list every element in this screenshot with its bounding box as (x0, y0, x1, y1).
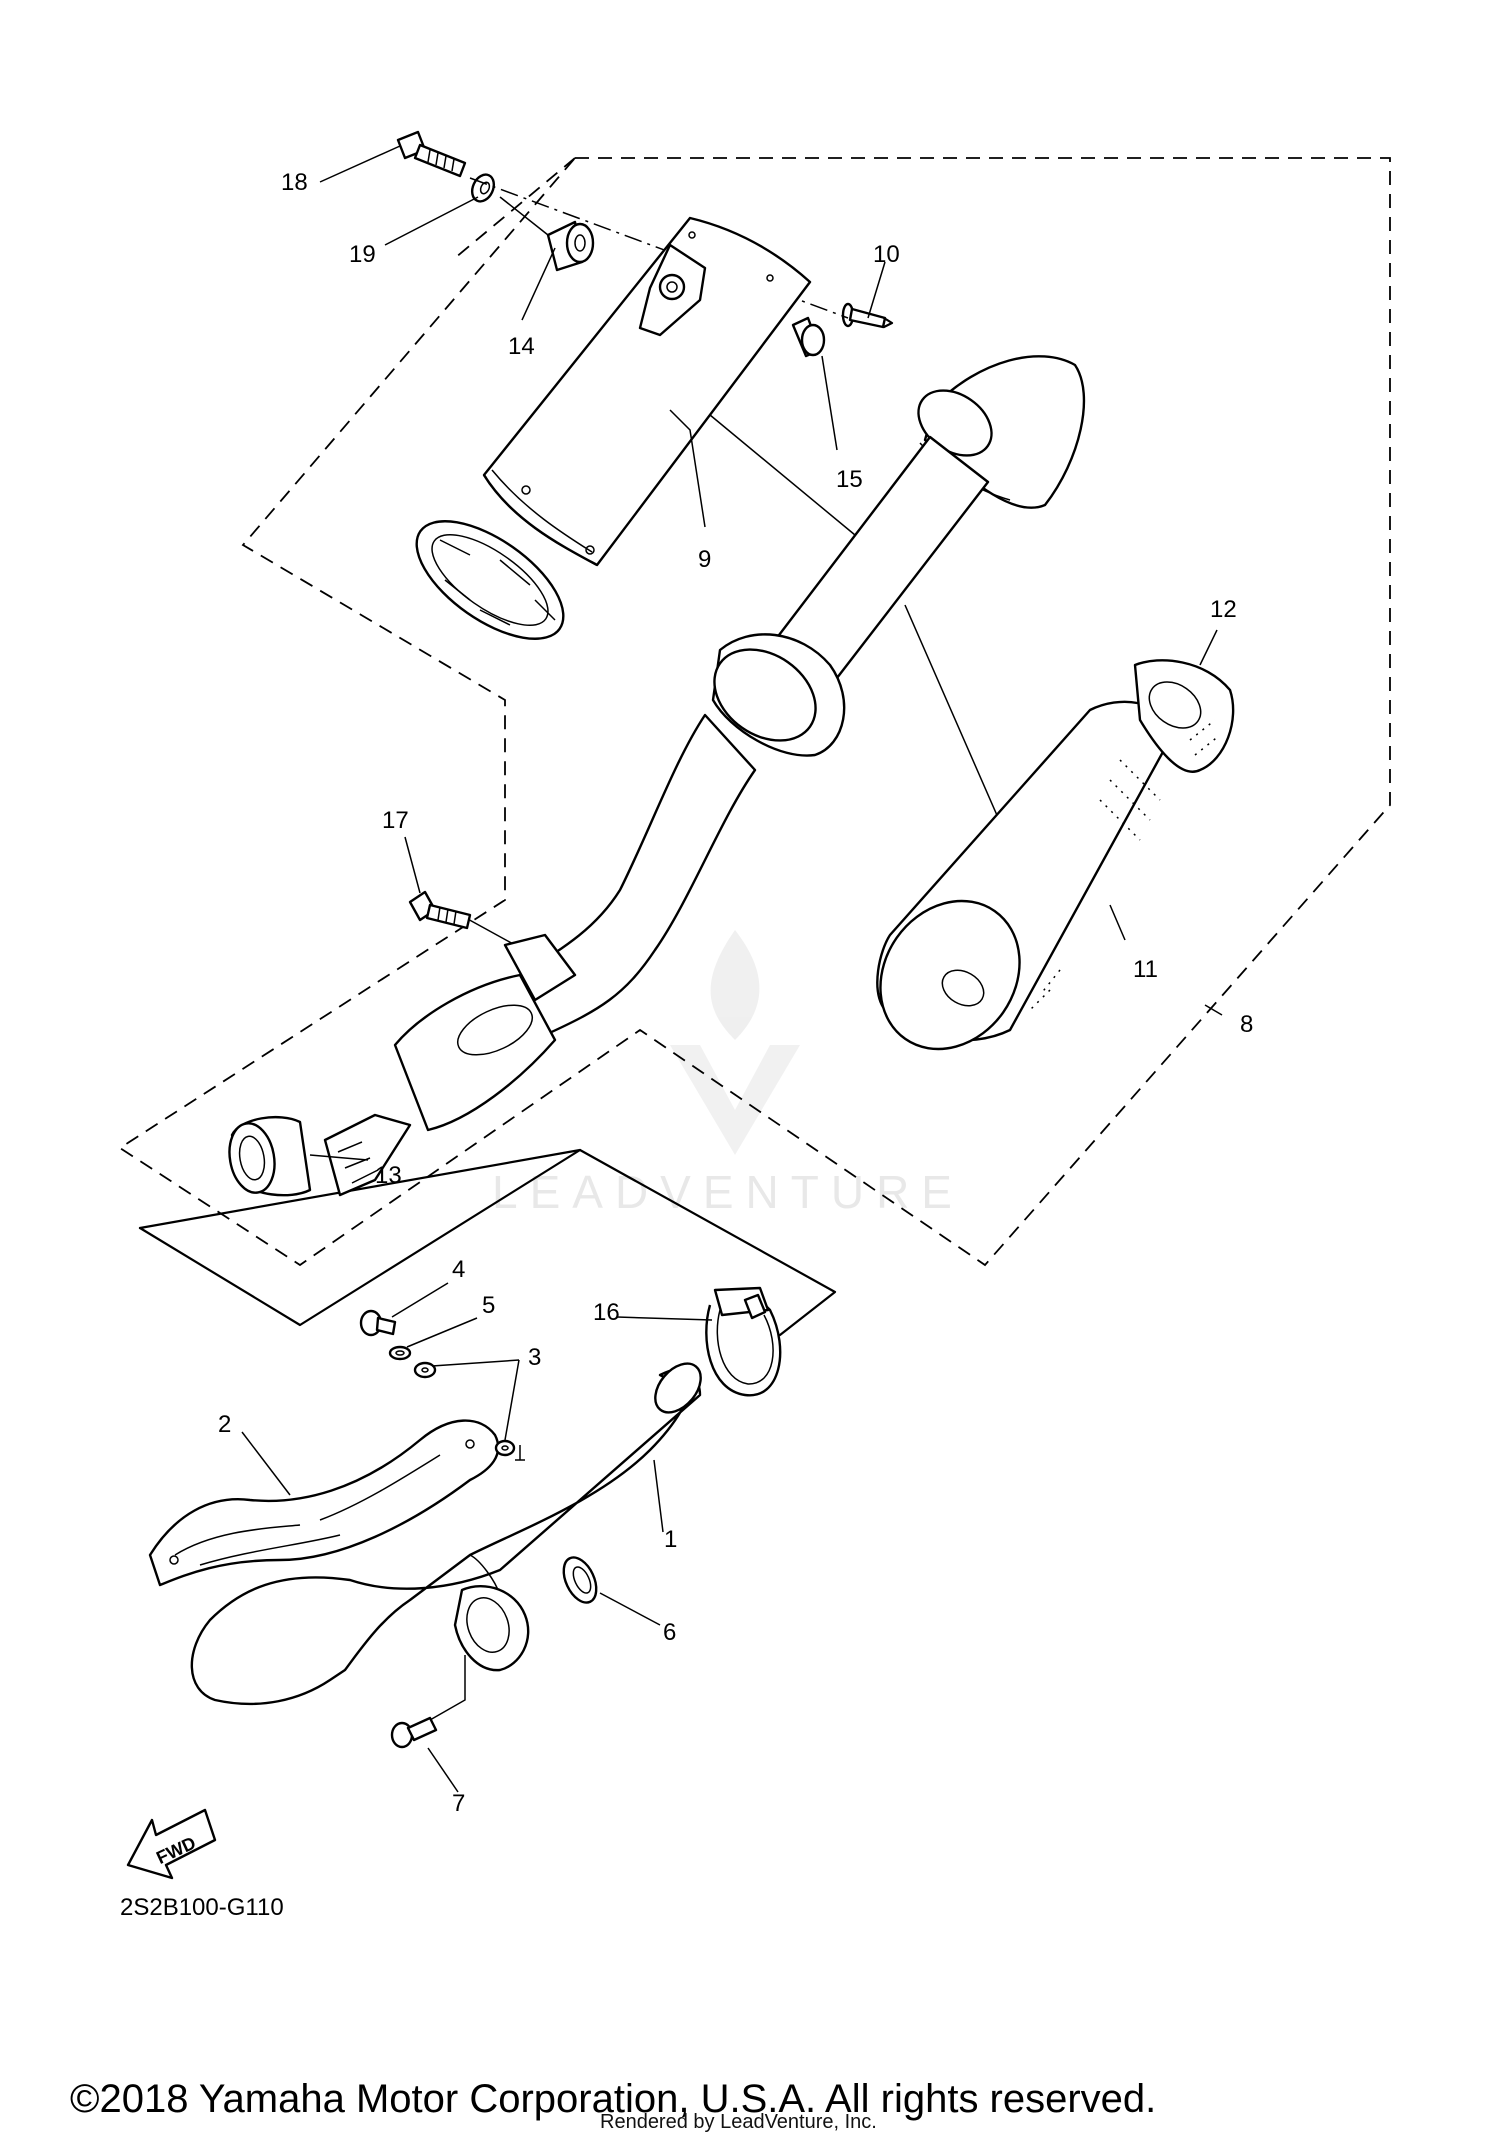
callout-labels: 1 2 3 4 5 6 7 8 9 10 11 12 13 14 15 16 1… (218, 169, 1253, 1817)
muffler-body (323, 355, 1086, 1197)
callout-6: 6 (663, 1619, 676, 1646)
callout-11: 11 (1133, 956, 1158, 983)
exhaust-pipe-1 (190, 1362, 702, 1706)
protector-2 (148, 1419, 500, 1587)
callout-4: 4 (452, 1256, 465, 1283)
callout-9: 9 (698, 546, 711, 573)
callout-1: 1 (664, 1526, 677, 1553)
callout-17: 17 (382, 807, 409, 834)
gasket-13 (228, 1115, 312, 1197)
gasket-6 (562, 1556, 598, 1604)
muffler-packing-11 (876, 700, 1177, 1051)
damper-3 (413, 1361, 516, 1457)
bolt-7 (390, 1655, 466, 1749)
callout-8: 8 (1240, 1011, 1253, 1038)
callout-2: 2 (218, 1411, 231, 1438)
bolt-17 (408, 890, 472, 930)
callout-14: 14 (508, 333, 535, 360)
muffler-assembly-boundary (118, 157, 1391, 1267)
rendered-by-notice: Rendered by LeadVenture, Inc. (600, 2111, 877, 2133)
collar-15 (791, 316, 826, 358)
callout-19: 19 (349, 241, 376, 268)
copyright-notice: ©2018 Yamaha Motor Corporation, U.S.A. A… (70, 2077, 1156, 2121)
callout-16: 16 (593, 1299, 620, 1326)
callout-15: 15 (836, 466, 863, 493)
muffler-band (415, 520, 565, 640)
bolt-18 (396, 130, 467, 178)
clamp-16 (705, 1286, 782, 1397)
callout-10: 10 (873, 241, 900, 268)
cap-12 (1133, 659, 1235, 773)
callout-7: 7 (452, 1790, 465, 1817)
callout-12: 12 (1210, 596, 1237, 623)
muffler-cover-9 (482, 216, 812, 567)
bolt-4 (359, 1309, 397, 1337)
collar-14 (546, 220, 595, 272)
leader-lines (241, 145, 1223, 1793)
pipe-group-boundary (138, 1148, 837, 1337)
callout-3: 3 (528, 1344, 541, 1371)
callout-13: 13 (375, 1162, 402, 1189)
callout-5: 5 (482, 1292, 495, 1319)
diagram-code: 2S2B100-G110 (120, 1894, 284, 1921)
watermark-text: LEADVENTURE (492, 1166, 964, 1218)
washer-5 (388, 1345, 412, 1361)
fwd-arrow: FWD (126, 1808, 217, 1880)
callout-18: 18 (281, 169, 308, 196)
rivet-10 (841, 302, 894, 329)
